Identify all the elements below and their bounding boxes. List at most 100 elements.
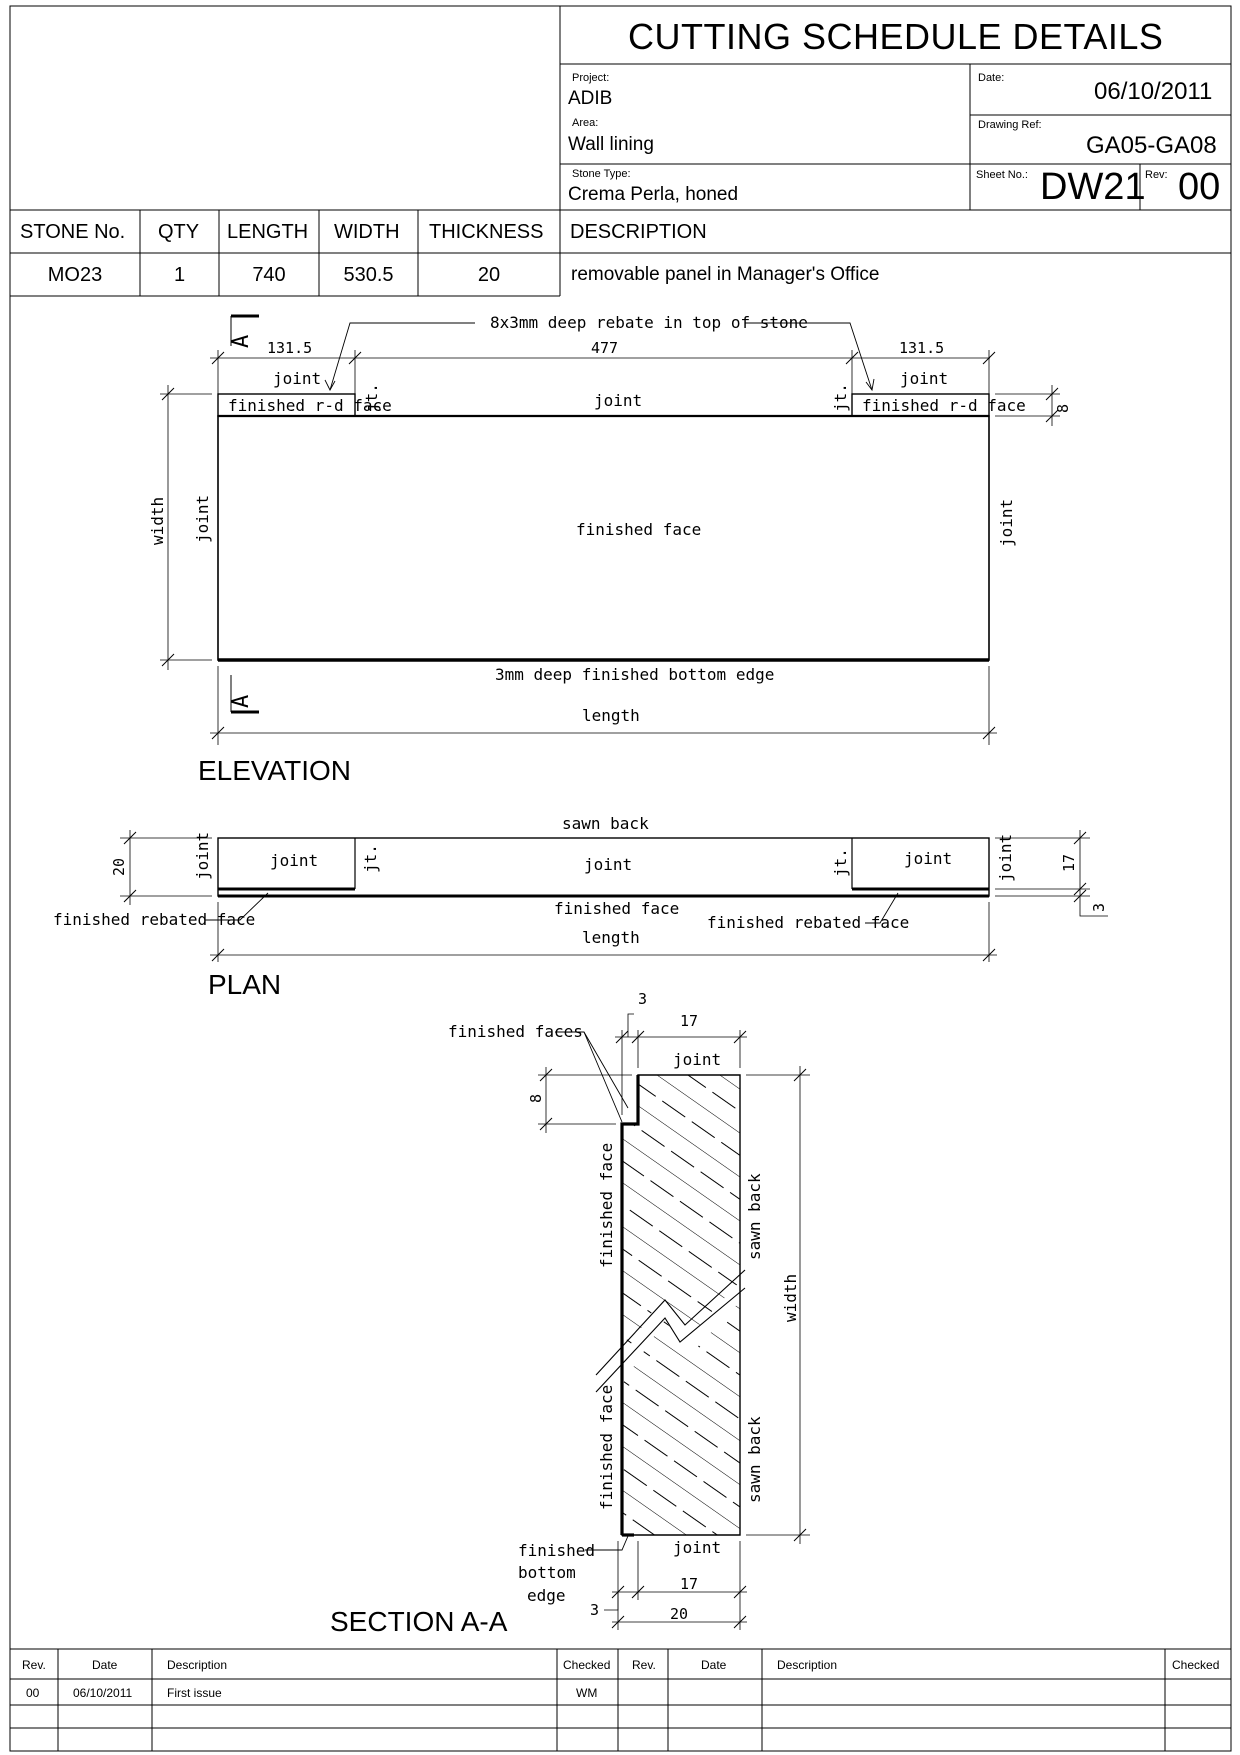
section-finished-face-upper: finished face xyxy=(597,1143,616,1268)
cell-stone-no: MO23 xyxy=(47,264,103,286)
section-mark-top: A xyxy=(229,335,254,348)
rev-header-rev-right: Rev. xyxy=(632,1658,656,1672)
cell-length: 740 xyxy=(252,264,286,286)
col-header-thickness: THICKNESS xyxy=(429,221,544,243)
rev-row-description: First issue xyxy=(167,1686,222,1700)
plan-joint-left: joint xyxy=(270,851,318,870)
elev-length-label: length xyxy=(582,706,640,725)
rebate-right xyxy=(851,393,990,417)
rev-row-date: 06/10/2011 xyxy=(73,1686,133,1700)
dim-right-rebate: 131.5 xyxy=(899,339,944,357)
cell-width: 530.5 xyxy=(343,264,394,286)
section-dim-3-bottom: 3 xyxy=(590,1601,599,1619)
stone-type-value: Crema Perla, honed xyxy=(568,184,739,205)
plan-joint-right-end: joint xyxy=(996,834,1015,882)
rev-row-rev: 00 xyxy=(26,1686,40,1700)
elev-finished-rd-left: finished r-d face xyxy=(228,396,392,415)
area-value: Wall lining xyxy=(568,134,654,155)
area-label: Area: xyxy=(572,117,599,129)
plan-jt-left: jt. xyxy=(361,844,380,873)
section-dim-8: 8 xyxy=(527,1094,545,1103)
rev-header-desc-right: Description xyxy=(777,1658,838,1672)
plan-dim-3: 3 xyxy=(1090,903,1108,912)
elev-joint-left: joint xyxy=(273,369,321,388)
rev-header-desc-left: Description xyxy=(167,1658,228,1672)
plan-dim-17: 17 xyxy=(1060,854,1078,872)
plan-jt-right: jt. xyxy=(831,848,850,877)
plan-dim-20: 20 xyxy=(110,858,128,876)
rebate-left xyxy=(217,393,356,417)
plan-finished-rebated-right: finished rebated face xyxy=(707,913,909,932)
section-finished-faces: finished faces xyxy=(448,1022,583,1041)
plan-title: PLAN xyxy=(208,969,282,1000)
section-joint-top: joint xyxy=(673,1050,721,1069)
rev-header-checked-right: Checked xyxy=(1172,1658,1220,1672)
sheet-no-value: DW21 xyxy=(1040,166,1146,208)
elev-bottom-edge-note: 3mm deep finished bottom edge xyxy=(495,665,774,684)
rev-value: 00 xyxy=(1178,166,1221,208)
project-value: ADIB xyxy=(568,88,613,109)
drawing-ref-label: Drawing Ref: xyxy=(978,119,1042,131)
section-bottom-edge-1: finished xyxy=(518,1541,595,1560)
col-header-stone-no: STONE No. xyxy=(20,221,126,243)
plan-sawn-back: sawn back xyxy=(562,814,649,833)
plan-view: sawn back 20 joint joint jt. joint jt. j… xyxy=(53,814,1108,962)
elev-finished-face: finished face xyxy=(576,520,701,539)
date-label: Date: xyxy=(978,72,1005,84)
elev-jt-right: jt. xyxy=(831,383,850,412)
elevation-title: ELEVATION xyxy=(198,755,352,786)
drawing-title: CUTTING SCHEDULE DETAILS xyxy=(628,16,1164,57)
col-header-width: WIDTH xyxy=(334,221,400,243)
elev-joint-left-side: joint xyxy=(193,495,212,543)
elev-joint-top: joint xyxy=(594,391,642,410)
section-view: 3 17 finished faces joint 8 finished fac… xyxy=(448,990,810,1630)
section-finished-face-lower: finished face xyxy=(597,1385,616,1510)
section-sawn-back-upper: sawn back xyxy=(745,1173,764,1260)
col-header-length: LENGTH xyxy=(227,221,309,243)
plan-finished-rebated-left: finished rebated face xyxy=(53,910,255,929)
rev-header-checked-left: Checked xyxy=(563,1658,611,1672)
elevation-view: 8x3mm deep rebate in top of stone 131.5 … xyxy=(148,313,1072,745)
elev-finished-rd-right: finished r-d face xyxy=(862,396,1026,415)
elev-joint-right: joint xyxy=(900,369,948,388)
section-joint-bottom: joint xyxy=(673,1538,721,1557)
rev-label: Rev: xyxy=(1145,169,1168,181)
elev-joint-right-side: joint xyxy=(997,499,1016,547)
rebate-note: 8x3mm deep rebate in top of stone xyxy=(490,313,808,332)
section-mark-bottom: A xyxy=(229,695,254,708)
plan-length: length xyxy=(582,928,640,947)
section-width: width xyxy=(781,1274,800,1322)
dim-center: 477 xyxy=(591,339,618,357)
section-bottom-edge-2: bottom xyxy=(518,1563,576,1582)
col-header-description: DESCRIPTION xyxy=(570,221,707,243)
cell-thickness: 20 xyxy=(477,264,501,286)
section-sawn-back-lower: sawn back xyxy=(745,1416,764,1503)
section-title: SECTION A-A xyxy=(330,1606,508,1637)
rev-header-date-right: Date xyxy=(701,1658,727,1672)
cell-description: removable panel in Manager's Office xyxy=(571,264,880,285)
rev-header-rev-left: Rev. xyxy=(22,1658,46,1672)
project-label: Project: xyxy=(572,72,610,84)
section-dim-17-top: 17 xyxy=(680,1012,698,1030)
sheet-no-label: Sheet No.: xyxy=(976,169,1028,181)
cell-qty: 1 xyxy=(173,264,186,286)
elev-width-label: width xyxy=(148,497,167,545)
section-dim-3-top: 3 xyxy=(638,990,647,1008)
plan-finished-face: finished face xyxy=(554,899,679,918)
elev-dim-8: 8 xyxy=(1054,404,1072,413)
drawing-ref-value: GA05-GA08 xyxy=(1086,132,1217,159)
section-bottom-edge-3: edge xyxy=(527,1586,566,1605)
plan-joint-left-end: joint xyxy=(193,832,212,880)
plan-joint-center: joint xyxy=(584,855,632,874)
rev-header-date-left: Date xyxy=(92,1658,118,1672)
section-finished-edge xyxy=(620,1075,640,1535)
dim-left-rebate: 131.5 xyxy=(267,339,312,357)
col-header-qty: QTY xyxy=(158,221,200,243)
date-value: 06/10/2011 xyxy=(1094,78,1213,105)
stone-type-label: Stone Type: xyxy=(572,168,631,180)
elev-jt-left: jt. xyxy=(362,383,381,412)
rev-row-checked: WM xyxy=(576,1686,598,1700)
